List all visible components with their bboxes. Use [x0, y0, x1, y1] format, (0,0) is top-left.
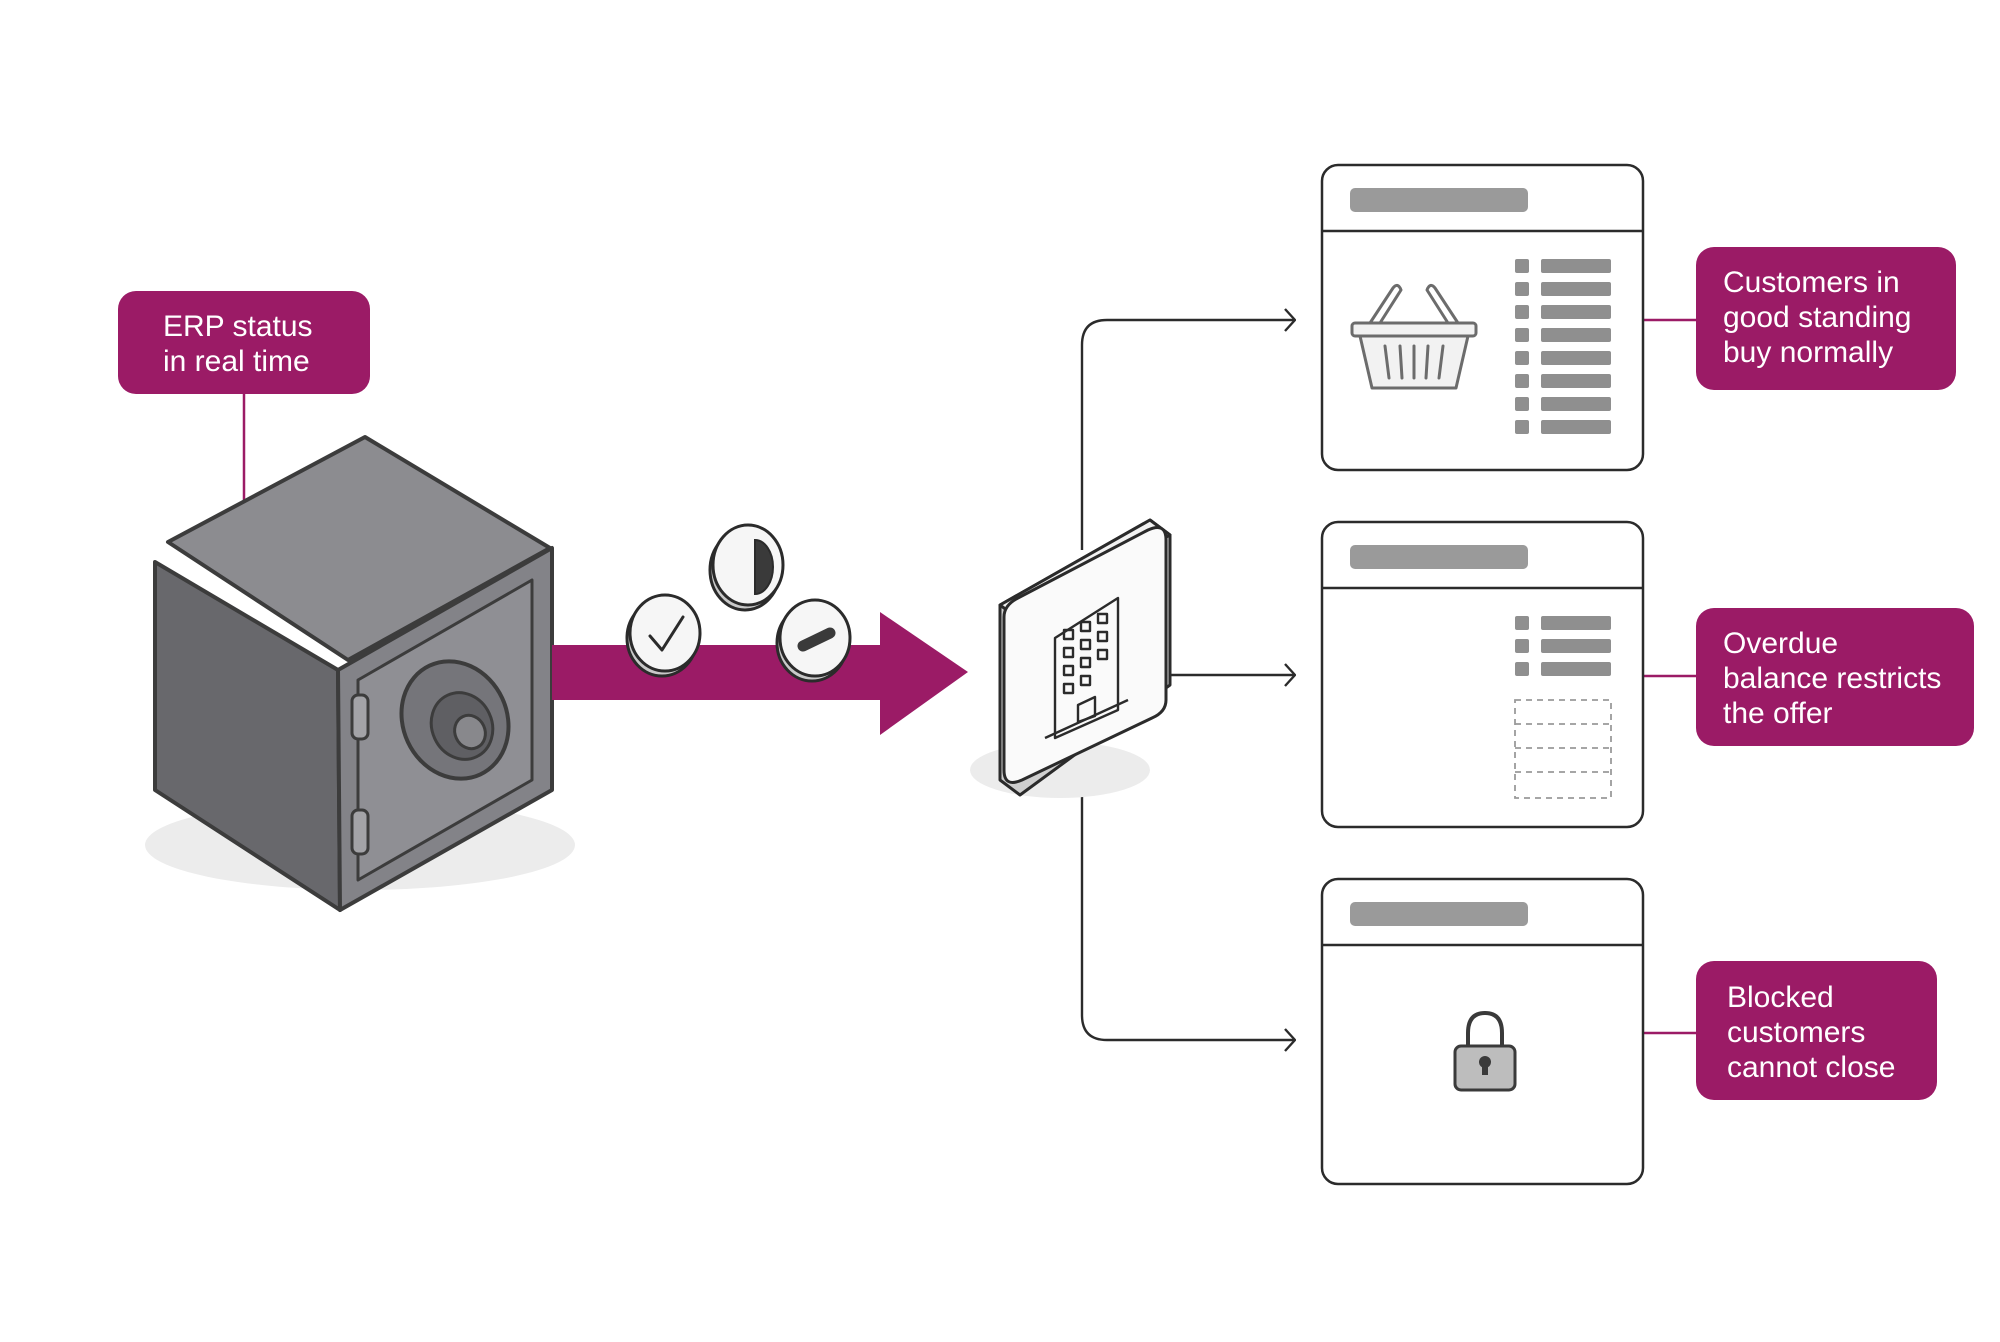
building-icon: [1044, 596, 1129, 740]
building-tile: [970, 518, 1172, 798]
flow-arrow: [552, 612, 968, 735]
half-token-icon: [708, 523, 785, 612]
blocked-line-2: customers: [1727, 1016, 1866, 1049]
product-list-limited: [1515, 616, 1611, 676]
blocked-line-1: Blocked: [1727, 981, 1834, 1014]
branch-connector-top: [1080, 320, 1295, 550]
overdue-line-3: the offer: [1723, 697, 1833, 730]
branch-connector-bottom: [1080, 760, 1295, 1040]
storefront-panel-normal: [1320, 163, 1645, 472]
minus-token-icon: [775, 598, 852, 683]
erp-status-callout: ERP status in real time: [118, 291, 370, 394]
blocked-line-3: cannot close: [1727, 1051, 1896, 1084]
product-list: [1515, 259, 1611, 434]
good-standing-callout: Customers in good standing buy normally: [1696, 247, 1956, 390]
good-standing-line-1: Customers in: [1723, 266, 1900, 299]
check-token-icon: [625, 593, 702, 678]
erp-status-line-1: ERP status: [163, 310, 313, 343]
overdue-callout: Overdue balance restricts the offer: [1696, 608, 1974, 746]
blocked-callout: Blocked customers cannot close: [1696, 961, 1937, 1100]
hidden-products-placeholder: [1514, 699, 1612, 799]
erp-status-line-2: in real time: [163, 345, 310, 378]
overdue-line-2: balance restricts: [1723, 662, 1942, 695]
lock-icon: [1453, 1010, 1517, 1092]
safe-icon: [145, 435, 575, 912]
basket-icon: [1350, 283, 1478, 390]
storefront-panel-restricted: [1320, 520, 1645, 829]
storefront-panel-blocked: [1320, 877, 1645, 1186]
good-standing-line-2: good standing: [1723, 301, 1912, 334]
overdue-line-1: Overdue: [1723, 627, 1839, 660]
good-standing-line-3: buy normally: [1723, 336, 1894, 369]
